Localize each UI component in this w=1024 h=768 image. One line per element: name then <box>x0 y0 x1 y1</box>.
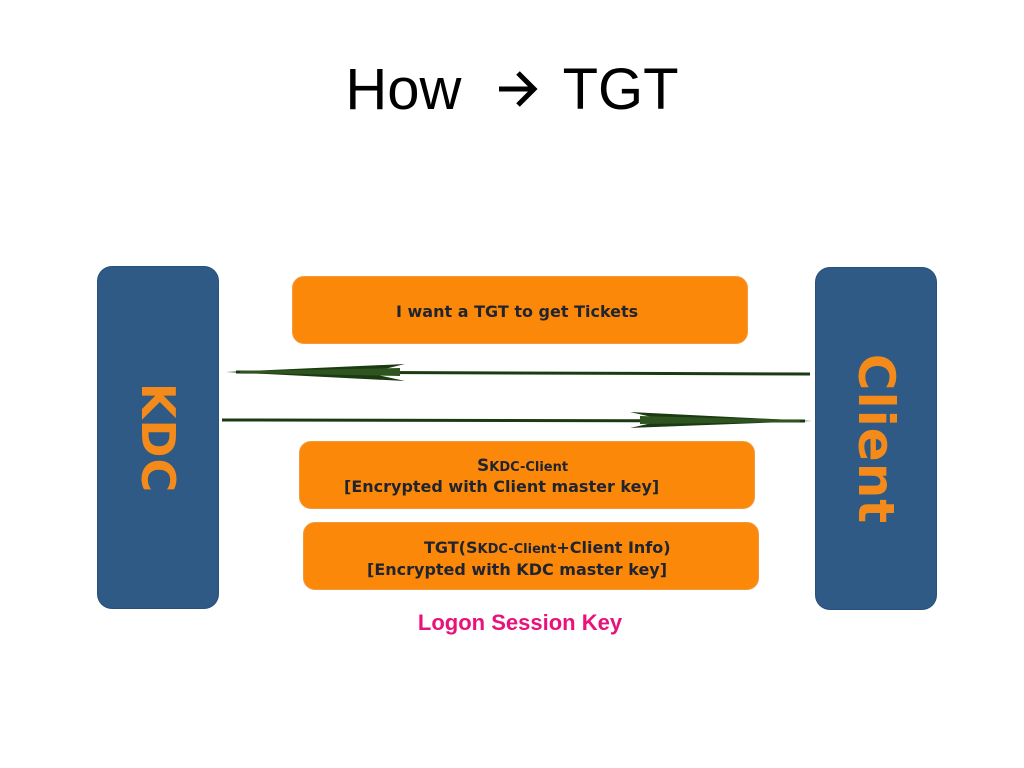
client-box: Client <box>816 268 936 609</box>
tgt-message: TGT(SKDC-Client+Client Info) [Encrypted … <box>303 522 759 590</box>
title-tgt: TGT <box>562 57 679 122</box>
session-key-subscript: KDC-Client <box>489 460 569 475</box>
tgt-suffix: +Client Info) <box>556 538 671 557</box>
kdc-box: KDC <box>98 267 218 608</box>
session-key-line2: [Encrypted with Client master key] <box>344 477 660 496</box>
session-key-line1: SKDC-Client <box>477 456 568 476</box>
tgt-request-text: I want a TGT to get Tickets <box>396 302 639 321</box>
tgt-prefix: TGT(S <box>424 538 478 557</box>
tgt-line1: TGT(SKDC-Client+Client Info) <box>424 538 671 557</box>
logon-session-key-caption: Logon Session Key <box>417 610 623 635</box>
tgt-line2: [Encrypted with KDC master key] <box>367 560 668 579</box>
session-key-s: S <box>477 456 490 476</box>
left-arrow-icon <box>226 364 811 381</box>
title-how: How <box>345 57 462 122</box>
slide-title: How TGT <box>0 58 1024 122</box>
tgt-request-message: I want a TGT to get Tickets <box>292 276 748 344</box>
right-arrow-icon <box>496 58 540 122</box>
tgt-subscript: KDC-Client <box>477 542 557 557</box>
session-key-message: SKDC-Client [Encrypted with Client maste… <box>299 441 755 509</box>
right-arrow-icon <box>221 412 812 428</box>
